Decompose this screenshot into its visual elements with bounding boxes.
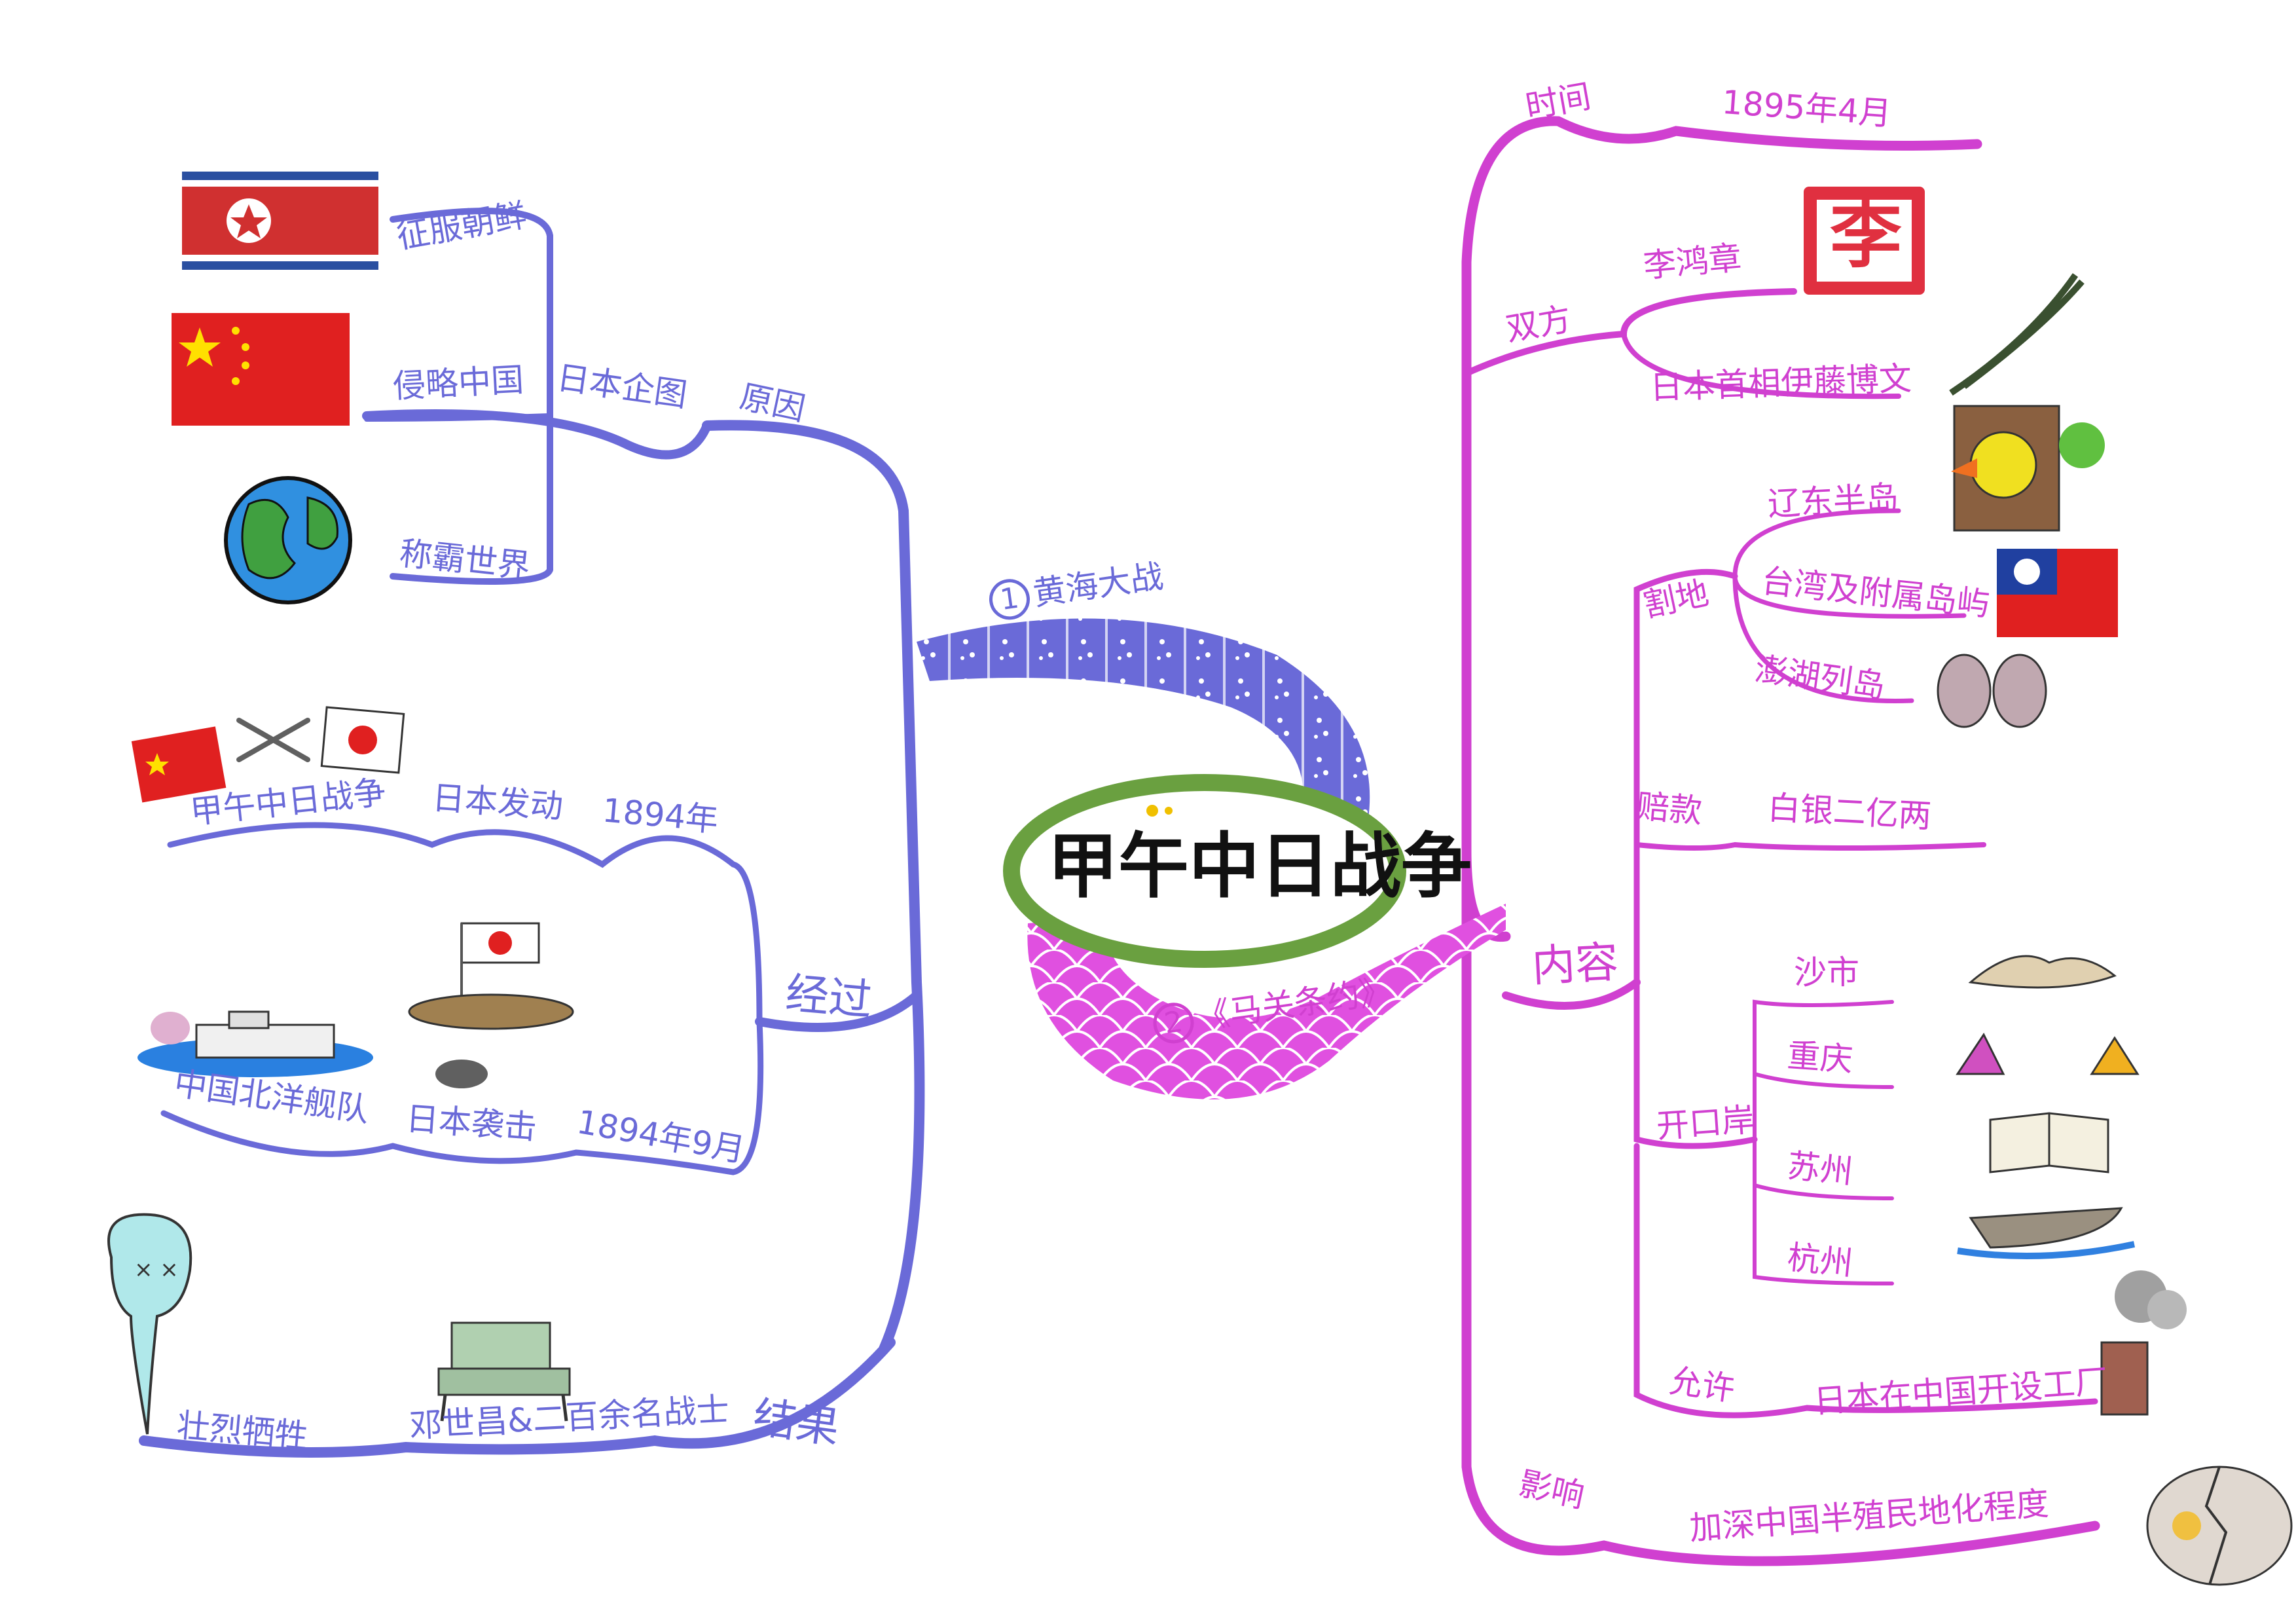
crossed-swords-icon xyxy=(236,718,310,762)
ghost-icon: × × xyxy=(107,1213,192,1435)
roc-flag-icon xyxy=(1997,549,2118,637)
result-title: 结果 xyxy=(750,1392,843,1454)
branch-number-1: 1 xyxy=(986,576,1033,623)
north-korea-flag-icon xyxy=(182,172,378,270)
bird-nest-icon xyxy=(1951,405,2105,532)
indemnity-value: 白银二亿两 xyxy=(1766,788,1933,836)
svg-text:× ×: × × xyxy=(134,1257,179,1283)
cede-item-1: 辽东半岛 xyxy=(1766,478,1900,524)
branch-number-2: 2 xyxy=(1150,1000,1197,1046)
bench-icon xyxy=(437,1321,571,1422)
left-branch-lines xyxy=(139,208,925,1458)
vine-icon xyxy=(1949,273,2085,396)
warplane-icon xyxy=(408,922,574,1088)
ports-title: 开口岸 xyxy=(1655,1100,1756,1146)
broken-world-icon xyxy=(2146,1466,2293,1586)
globe-icon xyxy=(224,476,352,604)
process-title: 经过 xyxy=(783,968,875,1026)
decor-dot xyxy=(1146,805,1158,817)
parties-item-1: 李鸿章 xyxy=(1641,238,1743,286)
ports-item-3: 苏州 xyxy=(1785,1146,1855,1192)
china-flag-icon xyxy=(172,313,350,426)
book-icon xyxy=(1989,1112,2109,1173)
boat-icon xyxy=(1957,1207,2136,1259)
process-row1-2: 日本发动 xyxy=(431,779,564,826)
figures-icon xyxy=(1937,654,2047,728)
process-row1-3: 1894年 xyxy=(600,791,720,840)
seal-icon xyxy=(1804,187,1925,295)
warship-icon xyxy=(137,1010,373,1077)
small-china-flag-icon xyxy=(131,726,227,803)
center-ellipse xyxy=(1003,774,1406,968)
japan-flag-icon xyxy=(320,706,405,774)
parties-item-2: 日本首相伊藤博文 xyxy=(1649,360,1912,407)
right-branch-lines xyxy=(1461,116,2100,1566)
ports-item-2: 重庆 xyxy=(1786,1036,1854,1079)
chimney-icon xyxy=(2100,1270,2187,1416)
decor-dot xyxy=(1165,807,1173,815)
ports-item-1: 沙市 xyxy=(1794,953,1859,991)
tents-icon xyxy=(1956,1033,2140,1075)
cause-item-2: 侵略中国 xyxy=(392,360,525,406)
content-title: 内容 xyxy=(1531,936,1620,992)
indemnity-title: 赔款 xyxy=(1635,786,1704,831)
process-row2-2: 日本袭击 xyxy=(405,1099,538,1147)
ports-item-4: 杭州 xyxy=(1785,1238,1855,1283)
treaty-band xyxy=(1027,904,1506,1099)
center-title: 甲午中日战争 xyxy=(1048,826,1472,908)
seal-character: 李 xyxy=(1830,194,1902,278)
allow-title: 允许 xyxy=(1667,1361,1738,1409)
yellow-sea-band xyxy=(917,618,1370,819)
sand-icon xyxy=(1968,955,2117,989)
